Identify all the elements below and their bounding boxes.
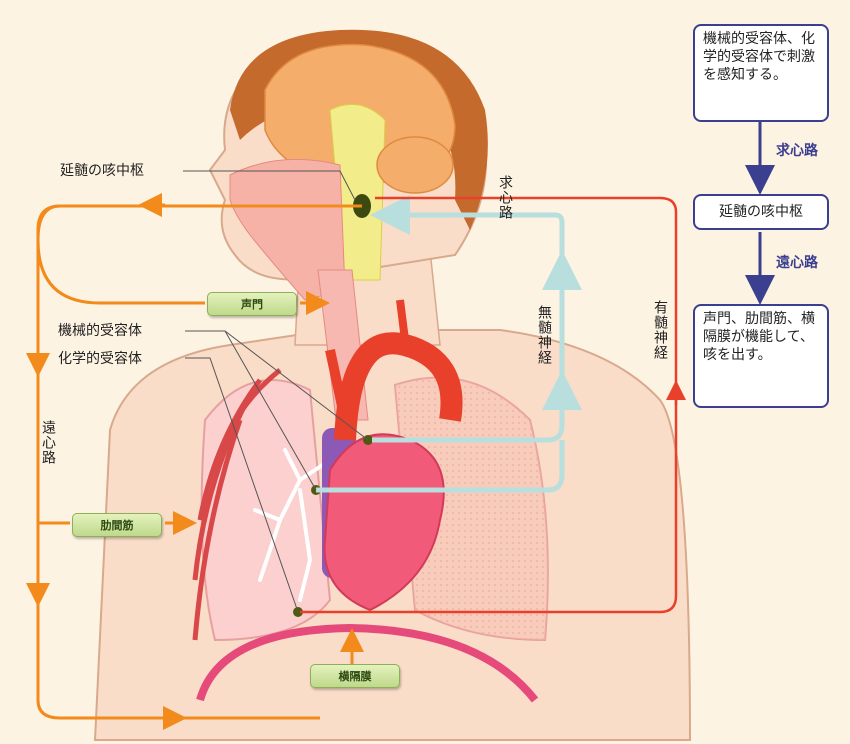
flow-box-center: 延髄の咳中枢 [693,194,829,230]
flow-efferent-label: 遠心路 [776,255,818,271]
cerebellum [376,136,454,194]
cough-center-label: 延髄の咳中枢 [60,163,144,179]
flow-afferent-label: 求心路 [776,143,818,159]
nasal-airway [229,158,346,301]
glottis-tag: 声門 [207,292,297,316]
heart [322,299,463,612]
ribs [192,368,282,641]
left-lung [200,379,332,642]
efferent-pathway [26,193,364,730]
right-lung [393,376,549,642]
afferent-myelinated-pathway [300,196,686,614]
intercostal-tag: 肋間筋 [72,513,162,537]
flow-box-action: 声門、肋間筋、横隔膜が機能して、咳を出す。 [693,304,829,408]
myelinated-nerve-label: 有髄神経 [652,300,668,360]
efferent-vertical-label: 遠心路 [40,420,56,465]
bronchial-tree [253,448,332,602]
lungs [200,376,549,642]
aorta-arch [334,332,463,441]
flow-box-sensing: 機械的受容体、化学的受容体で刺激を感知する。 [693,24,829,122]
mechanoreceptor-label: 機械的受容体 [58,323,142,339]
chemoreceptor-label: 化学的受容体 [58,351,142,367]
right-lung-tint [395,377,548,640]
diaphragm-tag: 横隔膜 [310,664,400,688]
afferent-vertical-label: 求心路 [497,175,513,220]
heart-body [323,433,445,612]
leader-lines [183,170,369,613]
unmyelinated-nerve-label: 無髄神経 [536,305,552,365]
afferent-unmyelinated-pathway [316,195,582,493]
